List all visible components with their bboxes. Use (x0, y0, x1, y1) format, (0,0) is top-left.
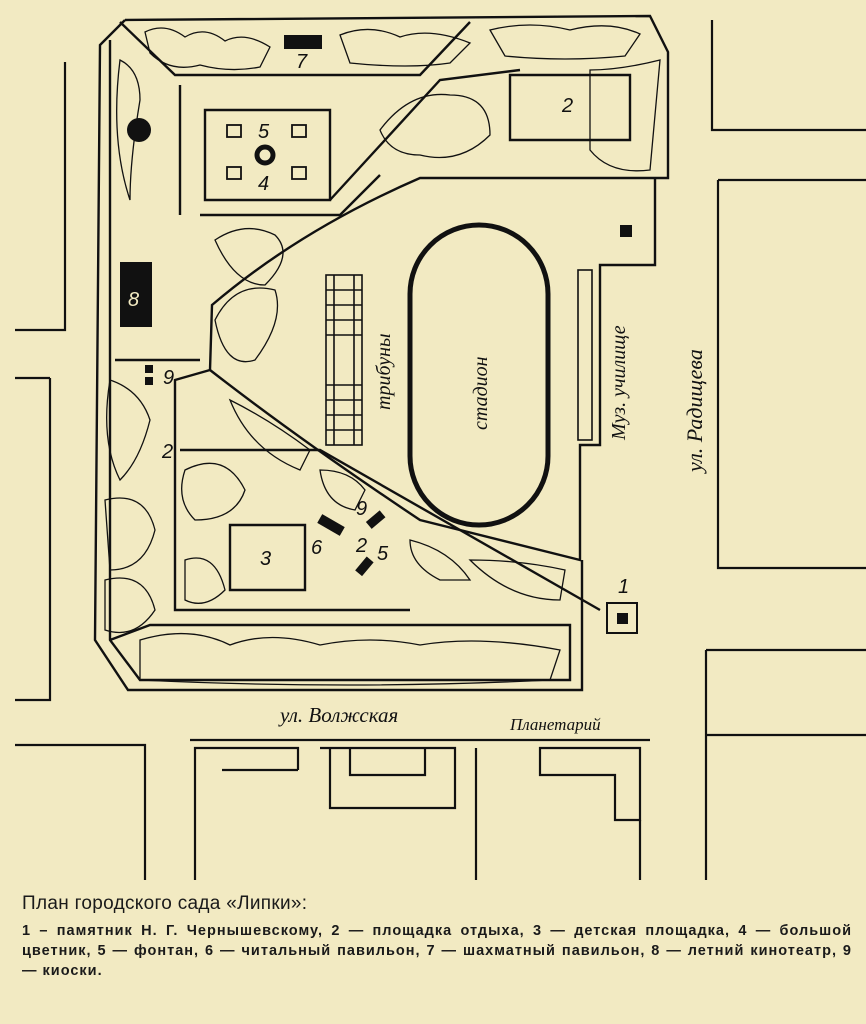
fountain-marker (254, 144, 276, 166)
chess-pavilion-marker (284, 35, 322, 49)
number-markers: 1 2 2 2 3 4 5 5 6 7 8 9 9 (128, 51, 629, 598)
marker-2-left: 2 (161, 441, 173, 463)
caption-title: План городского сада «Липки»: (22, 893, 308, 914)
street-radishcheva-label: ул. Радищева (682, 349, 707, 474)
marker-5: 5 (258, 121, 270, 143)
map-caption: План городского сада «Липки»: 1 – памятн… (22, 893, 852, 981)
stands (325, 269, 593, 446)
caption-legend: 1 – памятник Н. Г. Чернышевскому, 2 — пл… (22, 923, 852, 979)
marker-5-center: 5 (377, 543, 389, 565)
marker-2-center: 2 (355, 535, 367, 557)
park-plan-map: стадион трибуны Муз. училище ул. Радищев… (15, 14, 866, 880)
marker-1: 1 (618, 576, 629, 598)
marker-4: 4 (258, 173, 269, 195)
planetarium-label: Планетарий (509, 715, 601, 734)
stands-label: трибуны (373, 333, 395, 410)
reading-pavilion-marker (317, 514, 345, 536)
city-blocks (15, 20, 866, 880)
stadium: стадион трибуны Муз. училище (325, 222, 630, 528)
stadium-label: стадион (470, 356, 492, 430)
music-school-label: Муз. училище (608, 325, 630, 441)
marker-2-rest-area: 2 (561, 95, 573, 117)
monuments (120, 35, 638, 634)
marker-8: 8 (128, 289, 139, 311)
street-volzhskaya-label: ул. Волжская (278, 703, 398, 727)
chernyshevsky-monument-marker (606, 602, 638, 634)
summer-cinema-marker (120, 262, 152, 327)
marker-9-left: 9 (163, 367, 174, 389)
marker-7: 7 (296, 51, 308, 73)
marker-9-center: 9 (356, 498, 367, 520)
marker-3: 3 (260, 548, 271, 570)
tree-clusters (104, 24, 661, 686)
kiosk-round-marker (127, 118, 151, 142)
marker-6: 6 (311, 537, 323, 559)
